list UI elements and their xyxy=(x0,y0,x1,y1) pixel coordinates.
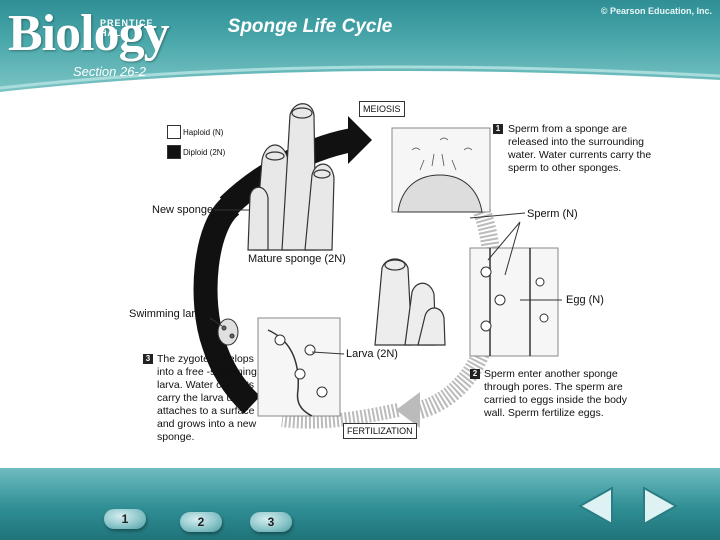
step-1-number: 1 xyxy=(493,124,503,134)
leader-lines xyxy=(209,209,562,355)
step-3-text: The zygote develops into a free -swimmin… xyxy=(157,353,257,443)
step-2-number: 2 xyxy=(470,369,480,379)
meiosis-label: MEIOSIS xyxy=(359,101,405,117)
left-arrow-icon[interactable] xyxy=(576,484,616,528)
haploid-swatch xyxy=(167,125,181,139)
cycle-arrowhead-bottom xyxy=(396,392,420,428)
mature-sponge-illustration xyxy=(374,258,446,346)
swimming-larva-label: Swimming larva xyxy=(129,308,207,320)
header-swoosh xyxy=(0,65,720,100)
step-1-text: Sperm from a sponge are released into th… xyxy=(508,123,652,174)
mature-sponge-label: Mature sponge (2N) xyxy=(248,253,346,265)
swimming-larva-illustration xyxy=(217,318,239,346)
sperm-label: Sperm (N) xyxy=(527,208,578,220)
haploid-label: Haploid (N) xyxy=(183,128,224,137)
sponge-colony-illustration xyxy=(247,103,335,251)
cycle-arrow-bottom xyxy=(281,403,400,429)
logo-publisher: PRENTICE HALL xyxy=(100,18,154,38)
step-2-text: Sperm enter another sponge through pores… xyxy=(484,368,628,419)
nav-button-3[interactable]: 3 xyxy=(250,512,292,532)
logo-text: Biology xyxy=(8,5,170,62)
new-sponge-label: New sponge xyxy=(152,204,214,216)
larva-detail xyxy=(257,317,341,417)
fertilization-label: FERTILIZATION xyxy=(343,423,417,439)
copyright: © Pearson Education, Inc. xyxy=(600,6,712,16)
page-title: Sponge Life Cycle xyxy=(227,16,393,37)
egg-label: Egg (N) xyxy=(566,294,604,306)
step-3-number: 3 xyxy=(143,354,153,364)
biology-logo: Biology PRENTICE HALL xyxy=(8,5,170,62)
sperm-release-detail xyxy=(391,127,491,213)
cycle-arrowhead-top xyxy=(348,116,372,164)
nav-button-2[interactable]: 2 xyxy=(180,512,222,532)
right-arrow-icon[interactable] xyxy=(640,484,680,528)
diploid-label: Diploid (2N) xyxy=(183,148,226,157)
cycle-arrow-left xyxy=(193,195,261,414)
section-label: Section 26-2 xyxy=(73,64,146,79)
sperm-entering-detail xyxy=(469,247,559,357)
diploid-swatch xyxy=(167,145,181,159)
larva-label: Larva (2N) xyxy=(346,348,398,360)
nav-button-1[interactable]: 1 xyxy=(104,509,146,529)
